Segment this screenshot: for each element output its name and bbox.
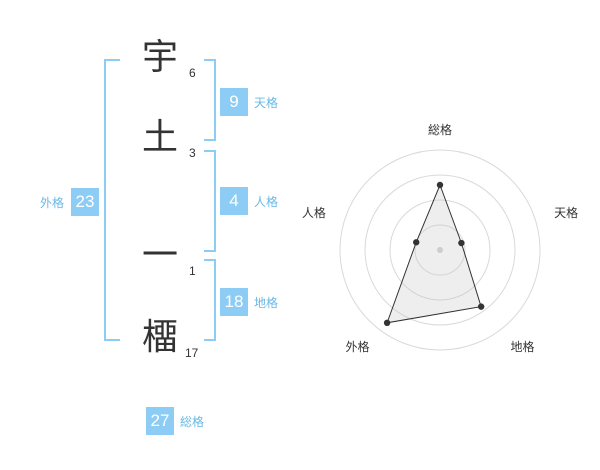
- jinkaku-value: 4: [220, 187, 248, 215]
- stroke-count-3: 1: [189, 264, 196, 278]
- jinkaku-bracket: [204, 150, 216, 252]
- tenkaku-bracket: [204, 59, 216, 141]
- tenkaku-label: 天格: [254, 96, 279, 110]
- radar-ring-1: [414, 224, 466, 276]
- name-char-4: 橊: [141, 317, 178, 358]
- radar-point-総格: [436, 181, 444, 189]
- radar-axis-label: 外格: [345, 339, 369, 354]
- radar-point-地格: [477, 303, 485, 310]
- radar-axis-label: 総格: [428, 122, 452, 137]
- radar-point-外格: [383, 319, 391, 327]
- stroke-count-4: 17: [185, 346, 199, 360]
- tenkaku-value: 9: [220, 88, 248, 116]
- gaikaku-bracket: [104, 59, 120, 341]
- name-char-1: 宇: [141, 37, 178, 78]
- name-char-3: 一: [141, 235, 178, 276]
- radar-point-天格: [458, 239, 465, 247]
- soukaku-label: 総格: [180, 415, 205, 429]
- gaikaku-value: 23: [71, 188, 99, 216]
- radar-axis-label: 天格: [554, 205, 578, 220]
- radar-axis-label: 地格: [511, 339, 535, 354]
- stroke-count-2: 3: [189, 146, 196, 160]
- gaikaku-label: 外格: [40, 196, 65, 210]
- chikaku-label: 地格: [254, 296, 279, 310]
- chikaku-value: 18: [220, 288, 248, 316]
- stroke-count-1: 6: [189, 66, 196, 80]
- chikaku-bracket: [204, 259, 216, 341]
- radar-ring-3: [364, 174, 516, 326]
- radar-ring-2: [389, 199, 491, 301]
- radar-ring-4: [339, 149, 541, 351]
- radar-polygon: [386, 183, 482, 324]
- jinkaku-label: 人格: [254, 195, 279, 209]
- radar-point-人格: [413, 239, 420, 246]
- name-char-2: 土: [141, 117, 178, 158]
- radar-center-dot: [437, 247, 443, 253]
- radar-axis-label: 人格: [302, 205, 326, 220]
- soukaku-value: 27: [146, 407, 174, 435]
